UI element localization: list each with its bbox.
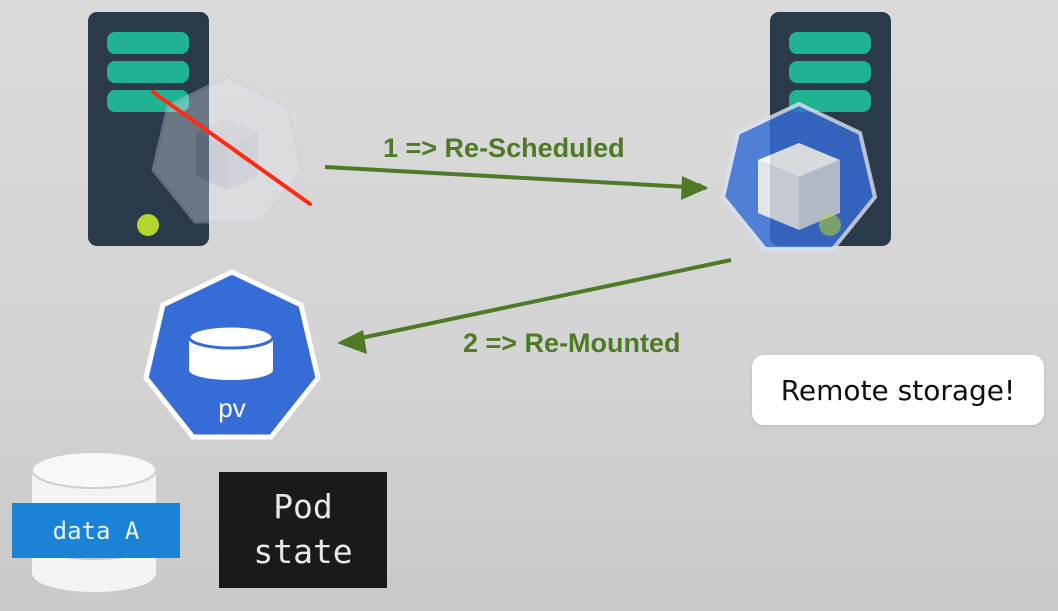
pod-state-box: Pod state xyxy=(219,472,387,588)
server-slot xyxy=(789,61,871,83)
rescheduled-label: 1 => Re-Scheduled xyxy=(383,133,625,163)
faded-pod-icon xyxy=(151,75,304,224)
server-slot xyxy=(107,32,189,54)
failure-strike-icon xyxy=(151,90,312,206)
server-slot xyxy=(789,32,871,54)
power-led-icon xyxy=(137,214,159,236)
pod-icon xyxy=(720,101,878,251)
persistent-volume-label: pv xyxy=(218,393,246,423)
persistent-volume-icon xyxy=(143,269,321,440)
rescheduled-arrowhead-icon xyxy=(681,176,708,200)
remote-storage-callout: Remote storage! xyxy=(752,355,1044,425)
remounted-arrowhead-icon xyxy=(337,330,367,354)
pod-state-line1: Pod xyxy=(273,487,333,527)
server-slot xyxy=(107,61,189,83)
remounted-label: 2 => Re-Mounted xyxy=(463,328,681,358)
server-slot xyxy=(107,90,189,112)
remote-storage-text: Remote storage! xyxy=(780,373,1016,407)
failed-server-icon xyxy=(88,12,209,246)
power-led-icon xyxy=(819,214,841,236)
remounted-arrow xyxy=(341,258,732,344)
server-slot xyxy=(789,90,871,112)
database-label: data A xyxy=(12,503,180,558)
rescheduled-arrow xyxy=(324,165,708,193)
pod-state-line2: state xyxy=(253,532,353,571)
